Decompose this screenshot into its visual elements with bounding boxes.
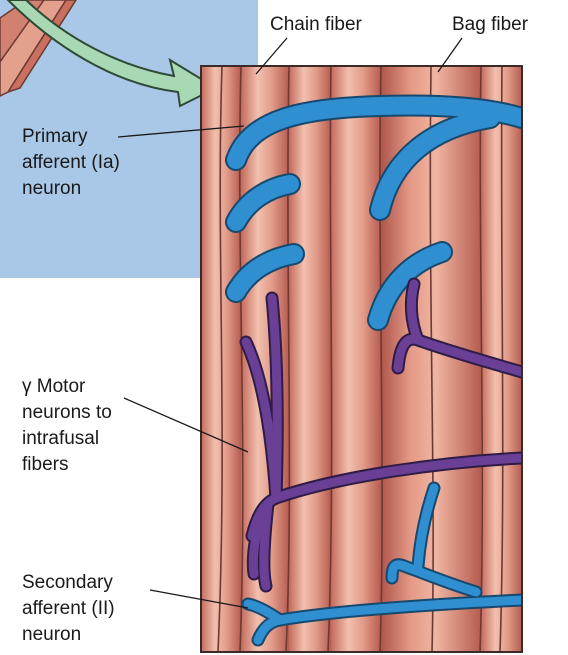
label-gamma-motor-line-2: neurons to <box>22 400 112 426</box>
intrafusal-fiber-box <box>201 66 522 652</box>
label-secondary-afferent-line-1: Secondary <box>22 570 115 596</box>
label-bag-fiber: Bag fiber <box>452 12 528 38</box>
label-chain-fiber: Chain fiber <box>270 12 362 38</box>
label-primary-afferent-line-3: neuron <box>22 176 120 202</box>
label-gamma-motor-line-1: γ Motor <box>22 374 112 400</box>
label-primary-afferent: Primary afferent (Ia) neuron <box>22 124 120 202</box>
label-primary-afferent-line-2: afferent (Ia) <box>22 150 120 176</box>
label-gamma-motor-line-3: intrafusal <box>22 426 112 452</box>
label-gamma-motor: γ Motor neurons to intrafusal fibers <box>22 374 112 478</box>
label-primary-afferent-line-1: Primary <box>22 124 120 150</box>
label-secondary-afferent-line-2: afferent (II) <box>22 596 115 622</box>
label-secondary-afferent: Secondary afferent (II) neuron <box>22 570 115 648</box>
label-secondary-afferent-line-3: neuron <box>22 622 115 648</box>
label-gamma-motor-line-4: fibers <box>22 452 112 478</box>
